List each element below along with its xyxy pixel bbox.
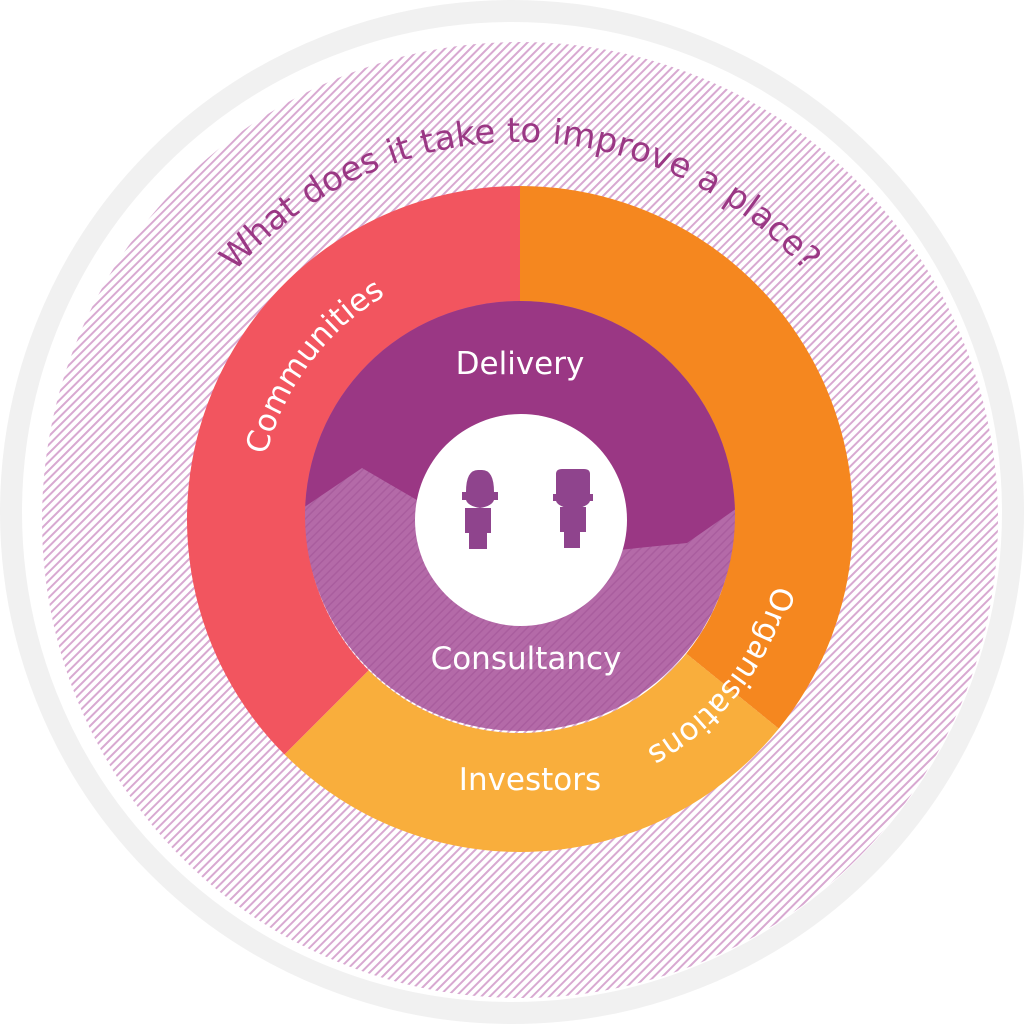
segment-investors [284,653,779,853]
label-consultancy: Consultancy [431,641,622,677]
person-icon [462,470,498,549]
label-investors: Investors [459,762,601,798]
person-icon [553,469,593,548]
segment-communities [187,186,521,755]
center-circle [415,414,627,626]
label-delivery: Delivery [456,346,585,382]
